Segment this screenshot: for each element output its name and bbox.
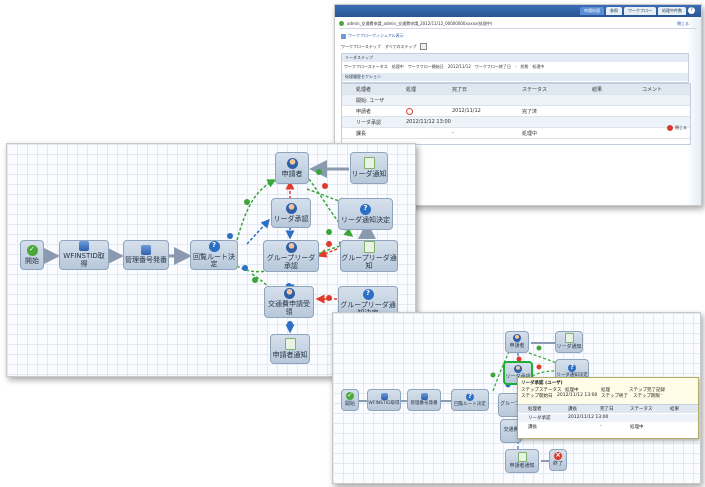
step-detail-popup: リーダ承認 (ユーザ) ステップステータス 処理中 処理 ステップ完了記録 ステ…: [517, 377, 699, 439]
panel-heading: リーダステップ: [342, 54, 688, 62]
visual-link[interactable]: ワークフローヴィジュアル表示: [341, 33, 404, 39]
node-leader-approval[interactable]: リーダ承認: [271, 198, 311, 228]
close-icon: [667, 125, 673, 131]
table-row[interactable]: リーダ承認 2012/11/12 13:00: [518, 414, 698, 422]
page-title: admin_交通費申請_admin_交通費申請_2012/11/12_00000…: [347, 21, 493, 26]
history-table: 処理者 処理 完了日 ステータス 結果 コメント 開始: ユーザ 申請者 201…: [341, 83, 691, 145]
tab-count[interactable]: 処理中件数: [658, 7, 686, 15]
question-icon: ?: [568, 362, 576, 372]
table-row[interactable]: 申請者 2012/11/12 完了済: [342, 106, 690, 117]
node-applicant-notice[interactable]: 申請者通知: [505, 449, 539, 473]
node-admin-no[interactable]: 管理番号発番: [407, 389, 441, 411]
close-link[interactable]: 閉じる: [677, 21, 689, 26]
node-branch[interactable]: ?回覧ルート決定: [451, 389, 489, 411]
user-icon: [283, 287, 295, 299]
footer-close-button[interactable]: 閉じる: [667, 125, 687, 131]
diagram-connectors: [42, 160, 376, 357]
document-icon: [284, 338, 296, 351]
node-end[interactable]: ×終了: [549, 449, 567, 471]
table-row[interactable]: 課長 - 処理中: [528, 424, 644, 430]
node-start[interactable]: ✓開始: [341, 389, 359, 411]
document-icon: [363, 157, 375, 170]
table-row[interactable]: 開始: ユーザ: [342, 95, 690, 106]
status-icon: [339, 21, 344, 26]
user-icon: [285, 202, 297, 214]
header-tabs: 申請処理 参照 ワークフロー 処理中件数 ?: [580, 7, 695, 15]
table-header: 処理者 課長 完了日 ステータス 結果: [518, 405, 698, 413]
document-icon: [363, 241, 375, 254]
node-wfinst[interactable]: WFINSTID取得: [59, 240, 109, 270]
user-icon: [285, 241, 297, 253]
popup-table: 処理者 課長 完了日 ステータス 結果 リーダ承認 2012/11/12 13:…: [518, 404, 698, 438]
question-icon: ?: [362, 288, 374, 300]
system-icon: [420, 393, 428, 401]
table-header: 処理者 処理 完了日 ステータス 結果 コメント: [342, 84, 690, 95]
close-icon: ×: [554, 451, 562, 461]
tab-process[interactable]: 申請処理: [580, 7, 604, 15]
tab-reference[interactable]: 参照: [606, 7, 622, 15]
node-group-leader-approval[interactable]: グループリーダ承認: [263, 240, 319, 272]
user-icon: [286, 157, 298, 169]
help-icon[interactable]: ?: [688, 7, 695, 14]
node-applicant[interactable]: 申請者: [275, 152, 309, 184]
question-icon: ?: [466, 391, 474, 401]
user-icon: [514, 365, 522, 374]
title-bar: admin_交通費申請_admin_交通費申請_2012/11/12_00000…: [339, 21, 697, 29]
go-button[interactable]: [420, 43, 428, 50]
step-select[interactable]: すべてのステップ: [384, 43, 417, 49]
popup-title: リーダ承認 (ユーザ): [521, 381, 563, 386]
table-row[interactable]: リーダ承認 2012/11/12 13:00: [342, 117, 690, 128]
node-group-leader-notice[interactable]: グループリーダ通知: [340, 240, 398, 272]
node-admin-no[interactable]: 管理番号発番: [123, 240, 169, 270]
document-icon: [517, 452, 527, 463]
question-icon: ?: [208, 241, 220, 252]
table-row[interactable]: 課長 - 処理中: [342, 128, 690, 139]
node-transport-accept[interactable]: 交通費申請受領: [264, 286, 314, 318]
node-start[interactable]: ✓開始: [20, 240, 44, 270]
document-icon: [564, 333, 574, 344]
stamp-icon: [406, 107, 413, 115]
diagram-icon: [341, 33, 346, 39]
history-heading[interactable]: 処理履歴セクション: [342, 73, 688, 81]
node-wfinst[interactable]: WFINSTID取得: [367, 389, 401, 411]
node-leader-notice[interactable]: リーダ通知: [350, 152, 388, 184]
user-icon: [513, 334, 521, 343]
node-applicant[interactable]: 申請者: [505, 331, 529, 353]
node-applicant-notice[interactable]: 申請者通知: [270, 334, 310, 364]
step-filter: ワークフローステップ すべてのステップ: [341, 43, 428, 50]
check-icon: ✓: [346, 391, 354, 401]
node-leader-notice-decide[interactable]: ?リーダ通知決定: [338, 198, 393, 230]
workflow-popup-window: ✓開始 WFINSTID取得 管理番号発番 ?回覧ルート決定 申請者 リーダ通知…: [332, 312, 701, 484]
node-branch[interactable]: ?回覧ルート決定: [190, 240, 238, 270]
system-icon: [380, 393, 388, 401]
system-icon: [141, 245, 151, 256]
node-leader-notice[interactable]: リーダ通知: [555, 331, 583, 353]
check-icon: ✓: [26, 244, 38, 256]
question-icon: ?: [360, 203, 371, 215]
tab-workflow[interactable]: ワークフロー: [624, 7, 656, 15]
system-icon: [79, 241, 89, 252]
